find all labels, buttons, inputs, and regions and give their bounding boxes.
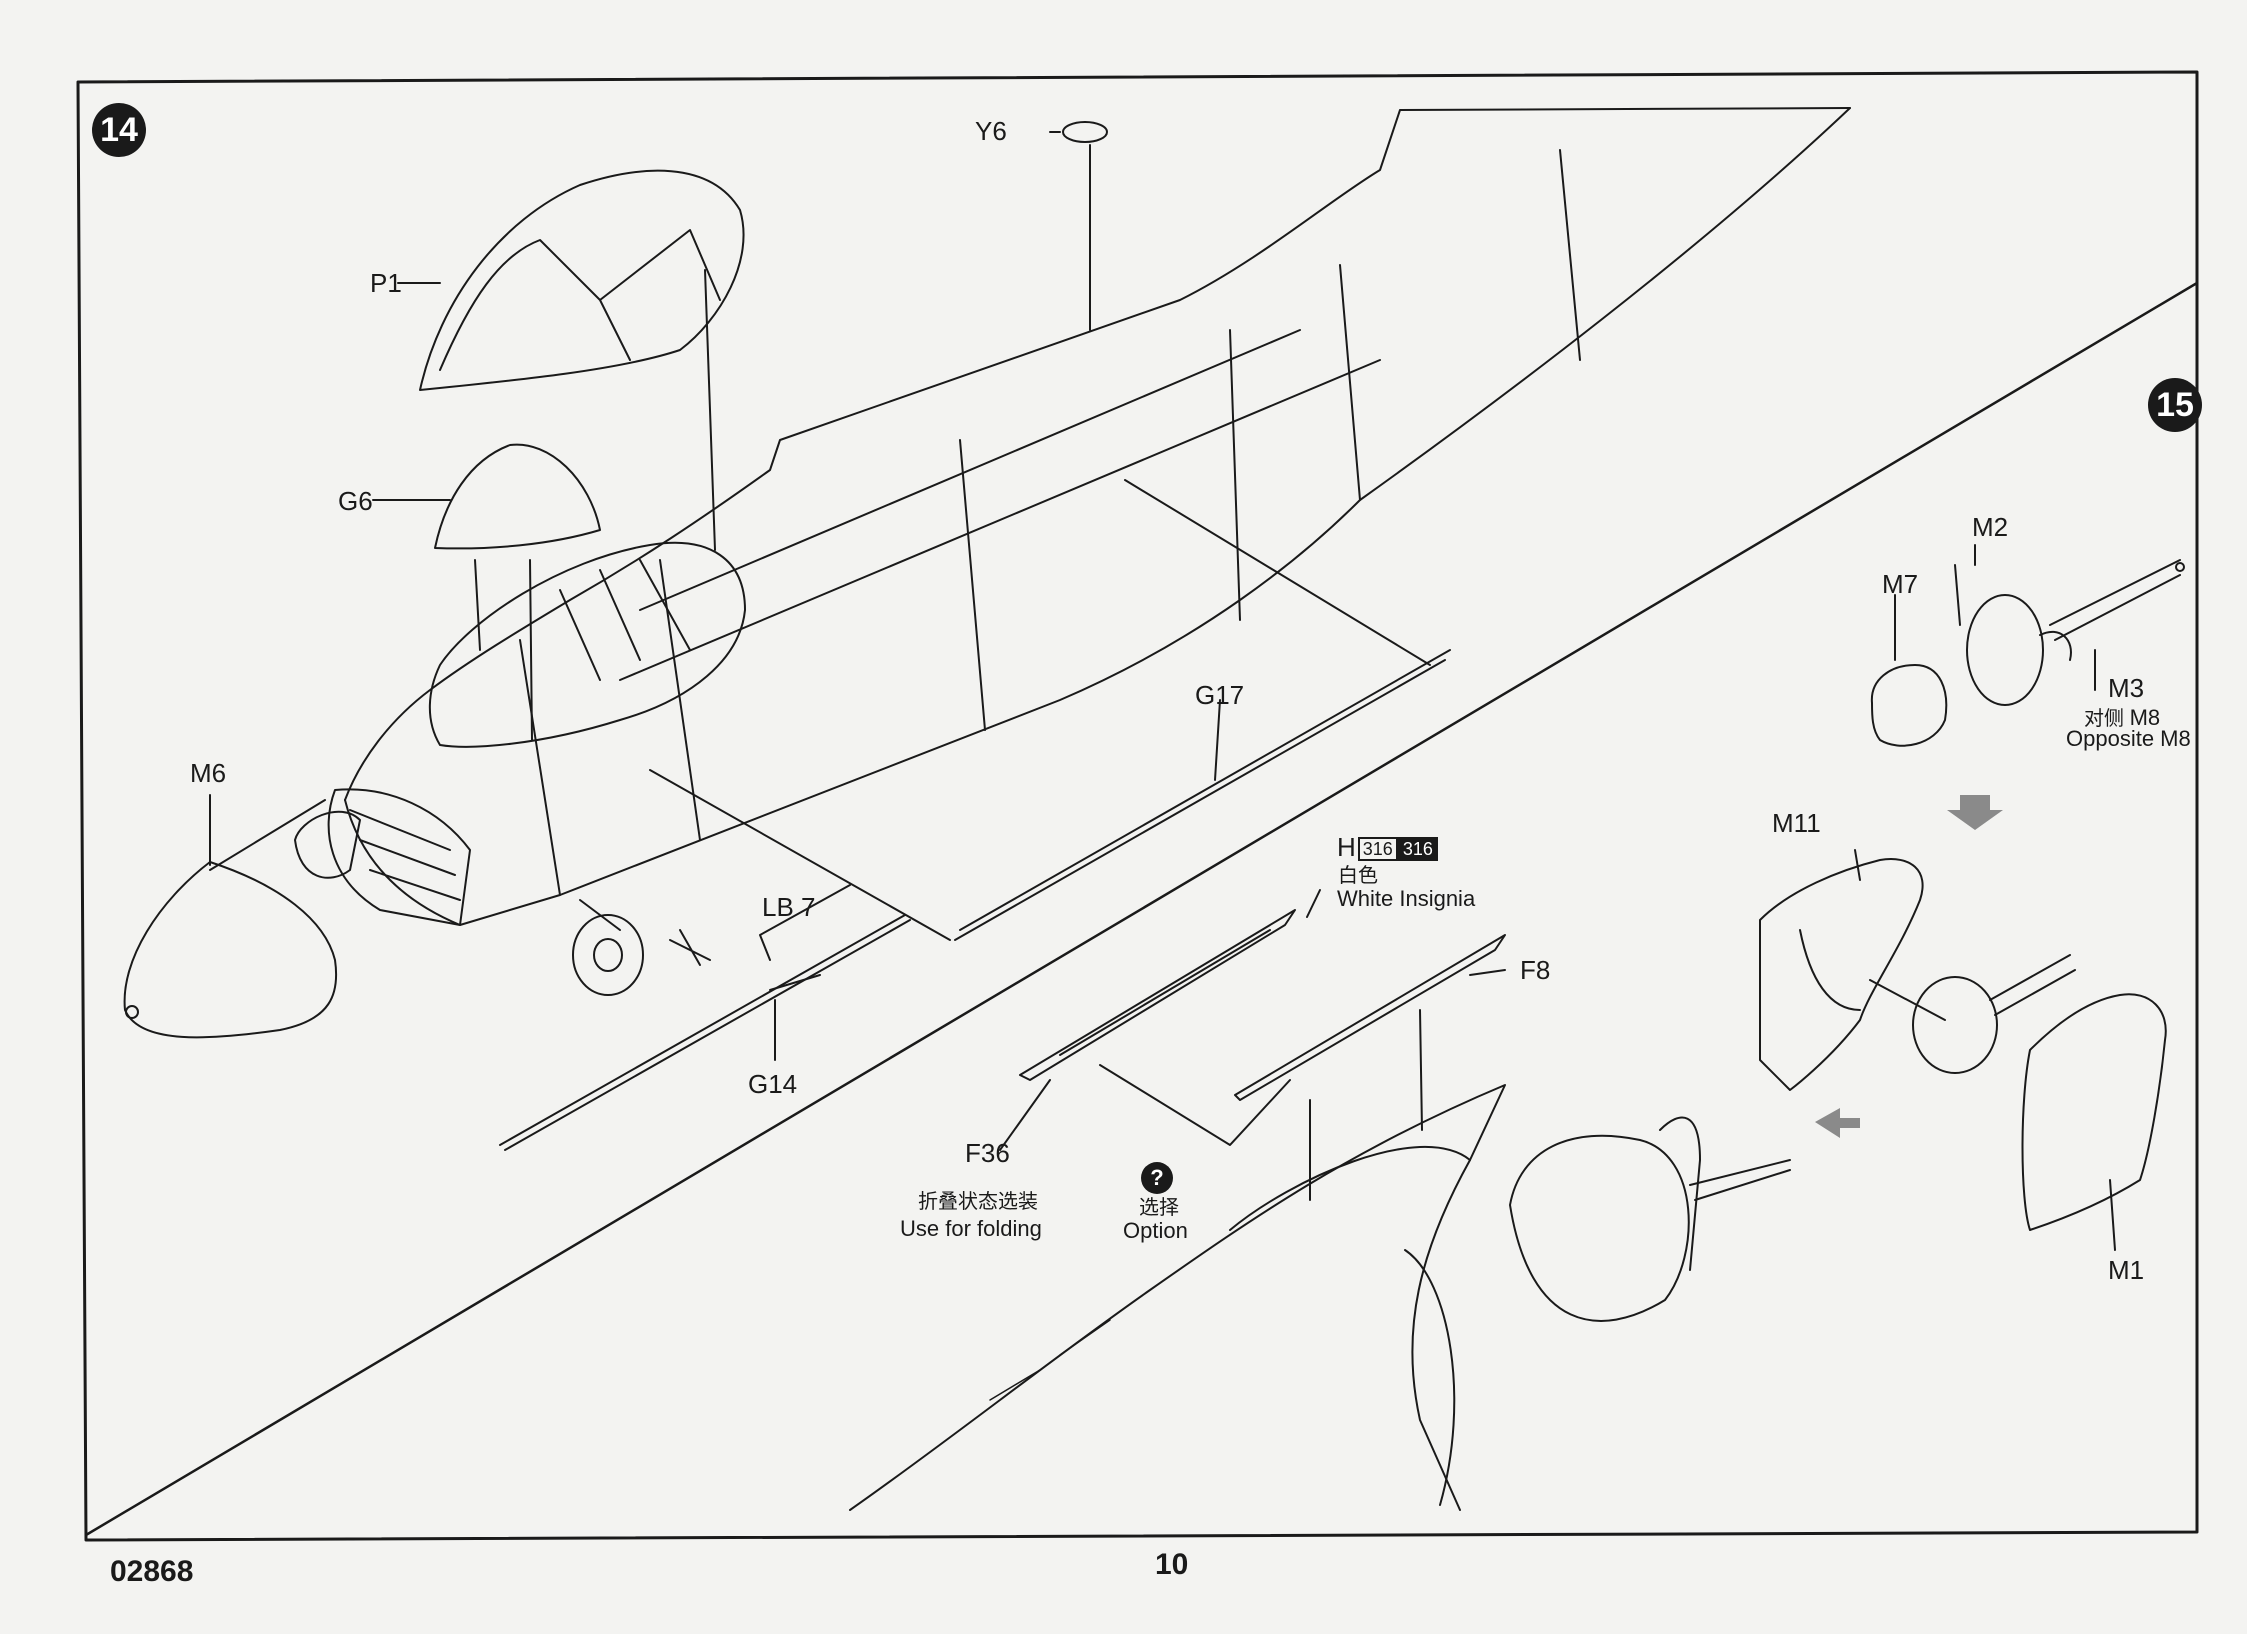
page-number: 10 [1155,1548,1189,1581]
part-y6 [1062,121,1108,143]
label-m1: M1 [2108,1255,2145,1285]
folding-note-en: Use for folding [900,1216,1042,1241]
paint-letter: H [1337,832,1356,862]
label-g6: G6 [338,486,373,516]
product-code: 02868 [110,1555,194,1588]
option-cn: 选择 [1139,1197,1179,1219]
label-p1: P1 [370,268,402,298]
part-f36 [1019,909,1296,1081]
part-m3 [2049,559,2181,641]
gun-turret [1912,976,1998,1074]
assembly-arrow-down [1947,795,2003,830]
label-m8-line: 对侧 M8 [2084,705,2161,730]
paint-code-outline: 316 [1357,837,1398,862]
label-lb7: LB 7 [762,892,816,922]
windscreen-g6 [434,443,601,550]
paint-name-en: White Insignia [1337,886,1476,911]
nose-cone [123,861,338,1039]
label-m8-en: Opposite M8 [2066,726,2191,751]
label-m11: M11 [1772,808,1821,838]
label-m2: M2 [1972,512,2009,542]
label-g17: G17 [1195,680,1245,710]
step-15-badge: 15 [2148,378,2202,432]
part-m1 [2021,993,2167,1231]
canopy-p1 [419,169,745,391]
fuselage-drawing [123,107,1851,1511]
folding-note-cn: 折叠状态选装 [918,1191,1038,1213]
m8-part: M8 [2129,705,2161,730]
option-en: Option [1123,1218,1188,1243]
part-g17 [954,659,1446,941]
step15-drawing [1759,544,2185,1251]
label-y6: Y6 [975,116,1007,146]
part-g14 [499,914,906,1146]
label-f8: F8 [1520,955,1551,985]
paint-code-dark: 316 [1397,837,1438,862]
cockpit-opening [428,541,746,748]
step-14-badge: 14 [92,103,146,157]
label-m3: M3 [2108,673,2145,703]
step-divider [84,281,2199,1537]
label-m6: M6 [190,758,227,788]
label-g14: G14 [748,1069,798,1099]
nose-gear-wheel [572,914,644,996]
label-f36: F36 [965,1138,1010,1168]
assembly-arrow-left [1815,1108,1860,1138]
part-m2 [1966,594,2044,706]
part-m11 [1759,858,1924,1091]
option-icon: ? [1141,1162,1173,1194]
m8-prefix-cn: 对侧 [2084,708,2124,730]
part-f8 [1234,934,1506,1101]
part-m7 [1870,664,1948,747]
paint-name-cn: 白色 [1338,865,1378,887]
part-lb7 [669,929,711,966]
page-frame [76,70,2199,1542]
label-m7: M7 [1882,569,1919,599]
